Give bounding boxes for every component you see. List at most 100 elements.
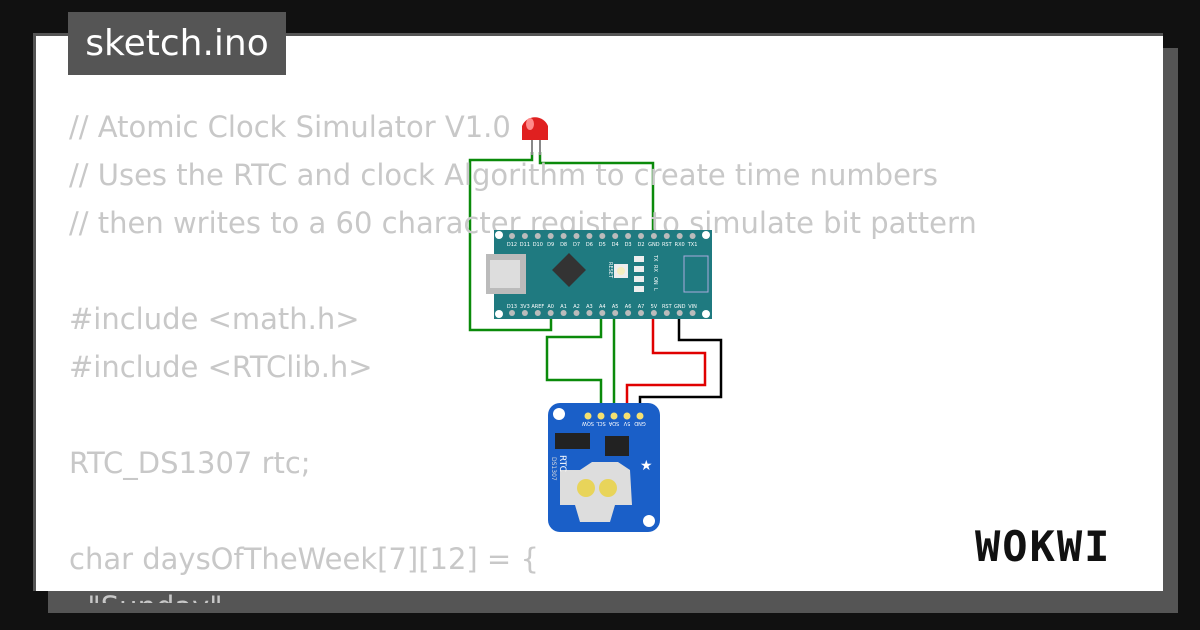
pin-d5[interactable] [599,233,606,239]
rtc-pin-label: SQW [582,420,594,426]
rtc-pin-scl[interactable] [597,412,605,420]
pin-label: D13 [507,304,517,310]
star-icon: ★ [640,458,653,474]
pin-d11[interactable] [521,233,528,239]
pin-label: GND [674,304,686,310]
rtc-pin-label: 5V [623,420,630,426]
pin-a2[interactable] [573,310,580,316]
led[interactable] [522,117,548,155]
rtc-pin-label: GND [634,420,646,426]
rtc-pin-sqw[interactable] [584,412,592,420]
rtc-title: RTC [557,455,567,472]
pin-rst[interactable] [663,310,670,316]
pin-aref[interactable] [534,310,541,316]
pin-gnd[interactable] [650,233,657,239]
pin-label: GND [648,242,660,248]
pin-label: D6 [586,242,593,248]
pin-label: A1 [560,304,567,310]
pin-label: A6 [625,304,632,310]
pin-a4[interactable] [599,310,606,316]
mcu-chip [552,253,586,287]
reset-label: RESET [607,262,613,279]
pin-d7[interactable] [573,233,580,239]
pin-d13[interactable] [509,310,515,316]
pin-label: RX0 [675,242,685,248]
pin-label: A3 [586,304,593,310]
wire-5v [625,313,707,412]
pin-label: A5 [612,304,619,310]
pin-rx0[interactable] [676,233,683,239]
pin-label: A4 [599,304,606,310]
pin-label: D10 [533,242,543,248]
rtc-pin-sda[interactable] [610,412,618,420]
pin-label: RST [662,304,673,310]
pin-a0[interactable] [547,310,554,316]
pin-d4[interactable] [612,233,619,239]
wokwi-logo: WOKWI [975,522,1112,571]
pin-d2[interactable] [638,233,644,239]
code-line: // Uses the RTC and clock Algorithm to c… [69,158,938,192]
rtc-pin-label: SCL [596,420,606,426]
code-line: // Atomic Clock Simulator V1.0 [69,110,511,144]
wire-gnd-led [538,152,655,236]
pin-d3[interactable] [625,233,632,239]
pin-d12[interactable] [509,233,515,239]
pin-label: 5V [651,304,658,310]
pin-label: D5 [599,242,606,248]
pin-label: RST [662,242,673,248]
reset-button [617,267,625,275]
pin-label: AREF [531,304,544,310]
pin-label: D3 [625,242,632,248]
pin-rst[interactable] [663,233,670,239]
wire-scl [545,313,603,412]
pin-d8[interactable] [560,233,567,239]
pin-label: D4 [612,242,619,248]
pin-tx1[interactable] [689,233,696,239]
pin-d10[interactable] [534,233,541,239]
rtc-pin-label: SDA [608,420,619,426]
pin-vin[interactable] [689,310,696,316]
l-label: L [652,288,658,291]
pin-5v[interactable] [650,310,657,316]
code-view: // Atomic Clock Simulator V1.0 // Uses t… [69,103,977,603]
pin-label: A2 [573,304,580,310]
pin-label: D11 [520,242,530,248]
pin-label: A7 [638,304,645,310]
pin-label: D12 [507,242,517,248]
code-line: char daysOfTheWeek[7][12] = { [69,542,539,576]
pin-label: 3V3 [520,304,530,310]
pin-a6[interactable] [625,310,632,316]
pin-a5[interactable] [612,310,619,316]
code-line: #include <RTClib.h> [69,350,373,384]
code-line: // then writes to a 60 character registe… [69,206,977,240]
pin-label: VIN [688,304,697,310]
pin-label: D8 [560,242,567,248]
pin-label: D7 [573,242,580,248]
pin-label: D2 [637,242,644,248]
pin-gnd[interactable] [676,310,683,316]
on-label: ON [652,277,658,285]
wire-gnd [638,313,723,412]
code-line: #include <math.h> [69,302,360,336]
tx-label: TX [652,254,658,262]
rtc-chip: DS1307 [550,457,557,481]
code-line: RTC_DS1307 rtc; [69,446,311,480]
rx-label: RX [652,265,658,272]
code-line: "Sunday", [69,583,977,603]
pin-3v3[interactable] [521,310,528,316]
rtc-pin-5v[interactable] [623,412,631,420]
pin-label: D9 [547,242,554,248]
pin-a1[interactable] [560,310,567,316]
file-tab[interactable]: sketch.ino [68,12,286,75]
pin-d9[interactable] [547,233,554,239]
pin-label: TX1 [687,242,698,248]
pin-a3[interactable] [586,310,593,316]
pin-a7[interactable] [638,310,644,316]
wire-led-a0 [468,152,553,332]
pin-d6[interactable] [586,233,593,239]
rtc-pin-gnd[interactable] [636,412,644,420]
